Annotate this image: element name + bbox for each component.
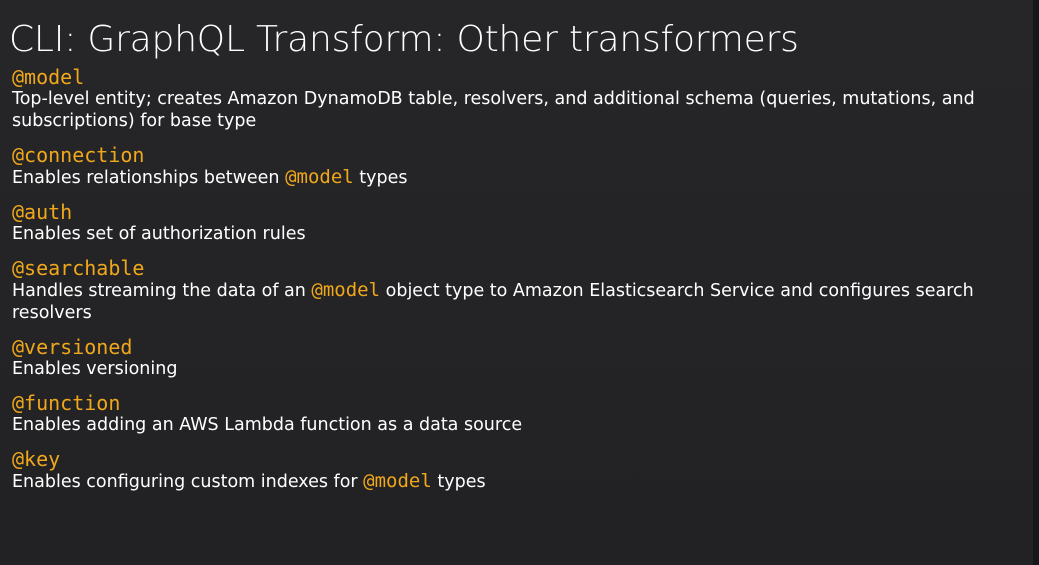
directive-name: @model <box>12 65 85 89</box>
description-text-end: types <box>431 472 486 492</box>
directive-name: @searchable <box>12 256 145 280</box>
transformer-item-key: @key Enables configuring custom indexes … <box>12 448 1039 493</box>
description-text: Enables set of authorization rules <box>12 224 306 244</box>
description-text: Enables versioning <box>12 359 178 379</box>
description-text-end: types <box>353 168 408 188</box>
description-text: Enables configuring custom indexes for <box>12 472 364 492</box>
slide-edge-divider <box>1033 0 1039 565</box>
directive-description: Enables adding an AWS Lambda function as… <box>12 414 1022 436</box>
description-text: Enables adding an AWS Lambda function as… <box>12 415 523 435</box>
directive-description: Enables relationships between @model typ… <box>12 166 1022 189</box>
description-text: Handles streaming the data of an <box>12 281 312 301</box>
description-text: Top-level entity; creates Amazon DynamoD… <box>12 89 975 131</box>
transformer-item-model: @model Top-level entity; creates Amazon … <box>12 66 1039 132</box>
directive-name: @auth <box>12 200 73 224</box>
directive-name: @connection <box>12 143 145 167</box>
description-text: Enables relationships between <box>12 168 286 188</box>
inline-code: @model <box>363 470 432 492</box>
directive-description: Handles streaming the data of an @model … <box>12 279 1022 324</box>
transformer-item-versioned: @versioned Enables versioning <box>12 336 1039 380</box>
inline-code: @model <box>311 279 381 301</box>
directive-name: @function <box>12 391 121 415</box>
transformer-item-searchable: @searchable Handles streaming the data o… <box>12 257 1039 324</box>
transformer-item-connection: @connection Enables relationships betwee… <box>12 144 1039 189</box>
directive-name: @versioned <box>12 335 133 359</box>
transformer-item-function: @function Enables adding an AWS Lambda f… <box>12 392 1039 436</box>
directive-name: @key <box>12 447 61 471</box>
inline-code: @model <box>285 166 354 188</box>
transformer-item-auth: @auth Enables set of authorization rules <box>12 201 1039 245</box>
directive-description: Enables set of authorization rules <box>12 223 1022 245</box>
directive-description: Enables versioning <box>12 358 1022 380</box>
directive-description: Enables configuring custom indexes for @… <box>12 470 1022 493</box>
description-text-end: object type to Amazon Elasticsearch Serv… <box>12 281 974 323</box>
directive-description: Top-level entity; creates Amazon DynamoD… <box>12 88 1022 132</box>
slide-title: CLI: GraphQL Transform: Other transforme… <box>9 19 799 60</box>
